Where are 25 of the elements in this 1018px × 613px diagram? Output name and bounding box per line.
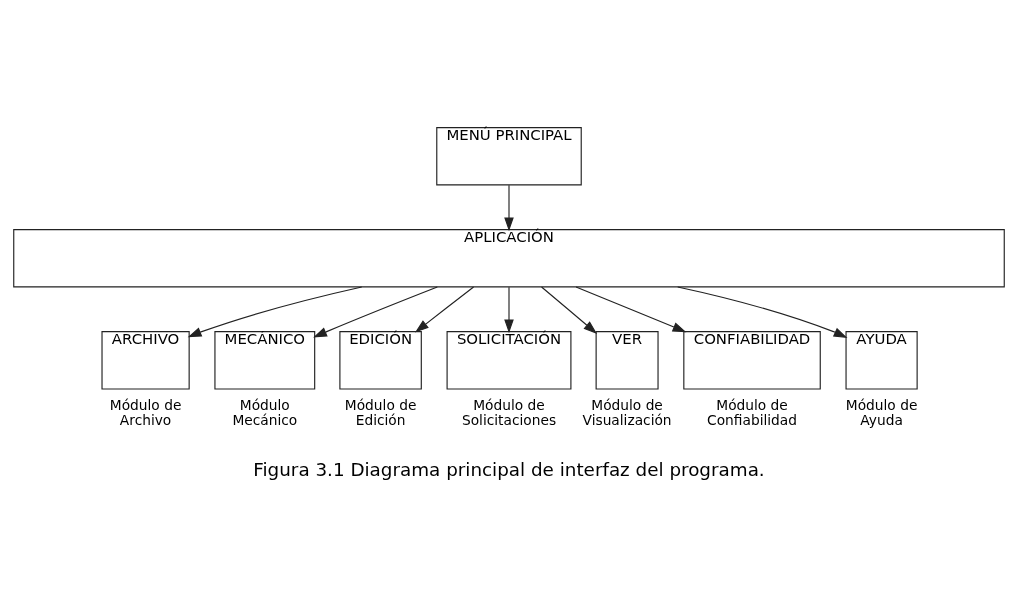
node-label: Módulo de Edición — [344, 396, 417, 428]
arrow — [677, 285, 848, 338]
node-box: MENÚ PRINCIPAL — [436, 126, 582, 185]
node-label: Módulo de Solicitaciones — [461, 396, 557, 428]
arrow — [504, 286, 514, 333]
arrow — [187, 285, 363, 337]
node-label: Módulo de Archivo — [109, 396, 182, 428]
node-box: EDICIÓN — [339, 330, 422, 390]
node-box: ARCHIVO — [101, 330, 190, 390]
arrow — [415, 285, 475, 332]
arrow — [541, 285, 598, 334]
node-box: MECÁNICO — [214, 330, 316, 390]
node-label: Módulo Mecánico — [232, 396, 298, 428]
arrow — [313, 285, 438, 337]
node-label: Módulo de Visualización — [582, 396, 672, 428]
node-box: APLICACIÓN — [13, 228, 1005, 287]
node-box: AYUDA — [845, 330, 918, 390]
node-box: CONFIABILIDAD — [683, 330, 821, 390]
caption: Figura 3.1 Diagrama principal de interfaz del programa. — [253, 458, 765, 480]
arrow — [504, 184, 514, 231]
node-box: VER — [595, 330, 659, 390]
node-label: Módulo de Confiabilidad — [707, 396, 797, 428]
node-label: Módulo de Ayuda — [845, 396, 918, 428]
node-box: SOLICITACIÓN — [446, 330, 572, 390]
arrow — [575, 285, 687, 332]
